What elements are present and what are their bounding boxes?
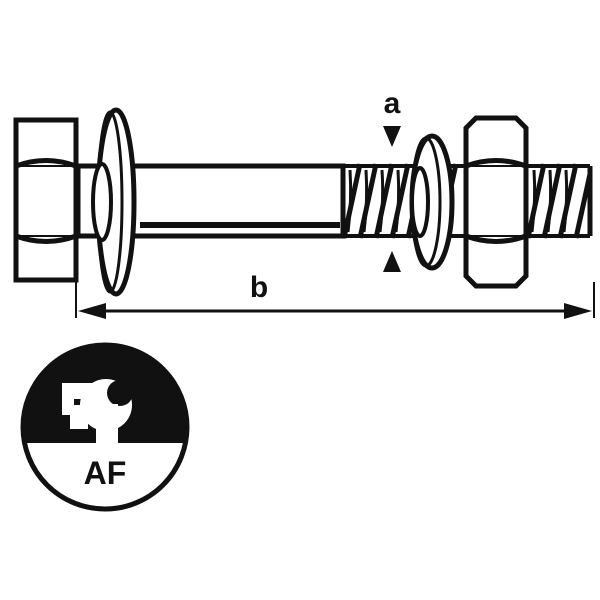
af-badge-label: AF	[84, 455, 127, 491]
arrow-left-icon	[78, 303, 106, 319]
washer-icon	[91, 107, 137, 297]
arrow-down-icon	[383, 126, 401, 147]
dimension-b-label: b	[250, 271, 268, 304]
dimension-b: b	[75, 271, 595, 319]
dimension-a: a	[383, 87, 401, 272]
wrench-icon	[62, 368, 144, 444]
hex-nut-icon	[463, 115, 529, 289]
nut-washer-icon	[409, 133, 455, 271]
bolt-head-icon	[13, 117, 79, 283]
dimension-a-label: a	[384, 87, 401, 120]
arrow-up-icon	[383, 251, 401, 272]
arrow-right-icon	[564, 303, 592, 319]
af-badge: AF	[20, 342, 190, 512]
